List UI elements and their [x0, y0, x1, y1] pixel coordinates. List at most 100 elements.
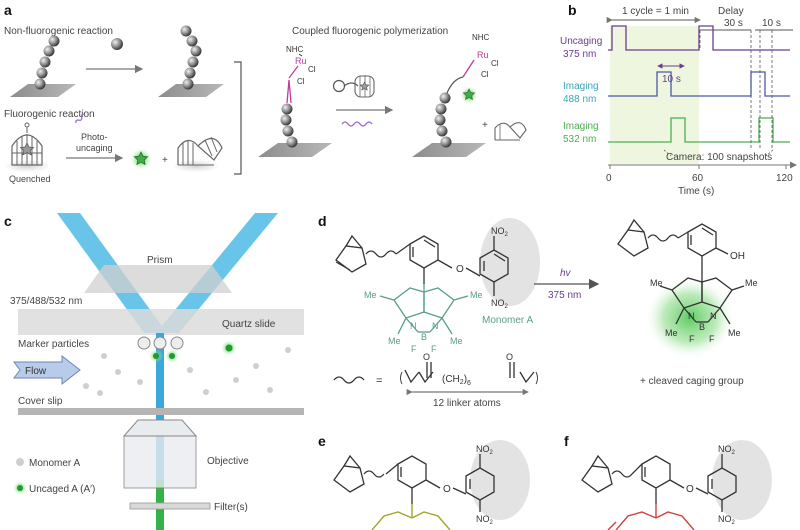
panel-label-d: d: [318, 213, 327, 229]
cl-label-4: Cl: [481, 70, 489, 79]
caged-monomer: [332, 75, 375, 98]
light-wave-icon: [75, 113, 85, 124]
panel-c: c Prism 375/488/532 nm Quartz slide Mark…: [4, 213, 304, 530]
n-1: N: [410, 321, 417, 331]
row-wavelength-532: 532 nm: [563, 134, 596, 145]
cl-label-1: Cl: [308, 65, 316, 74]
me-6: Me: [745, 278, 758, 288]
n-4: N: [710, 311, 717, 321]
ether-o-e: O: [443, 484, 451, 495]
me-4: Me: [450, 336, 463, 346]
prism-label: Prism: [147, 255, 173, 266]
quartz-label: Quartz slide: [222, 319, 276, 330]
cage-opened-2: [494, 122, 527, 141]
linker-structure: [400, 362, 538, 385]
no2-e-bottom: NO2: [476, 514, 494, 526]
tick-120: 120: [776, 173, 793, 184]
ru-label-1: Ru: [295, 56, 307, 66]
filter-label: Filter(s): [214, 502, 248, 513]
uncaged-particle-3: [225, 344, 233, 352]
panel-label-e: e: [318, 433, 326, 449]
bodipy-core-2: [659, 274, 745, 325]
nitrobenzyl-ring-f: [707, 454, 737, 512]
fluorogenic-label: Fluorogenic reaction: [4, 109, 95, 120]
ten-s-top: 10 s: [762, 18, 781, 29]
wavelength-label: 375/488/532 nm: [10, 296, 82, 307]
equals-sign: =: [376, 375, 382, 387]
tick-0: 0: [606, 173, 612, 184]
panel-label-f: f: [564, 433, 569, 449]
f-3: F: [689, 334, 695, 344]
aryl-ring-e: [385, 455, 441, 504]
trace-imaging-532: [608, 117, 790, 143]
legend-uncaged-label: Uncaged A (A′): [29, 484, 95, 495]
nhc-label-2: NHC: [472, 33, 490, 42]
photo-label-1: Photo-: [81, 132, 108, 142]
me-3: Me: [388, 336, 401, 346]
flow-arrow: [13, 354, 81, 386]
uncaged-particle-1: [153, 353, 159, 359]
panel-d: d O NO2 NO2: [318, 213, 758, 409]
trace-imaging-488: [608, 71, 790, 97]
plus-sign-2: +: [482, 120, 488, 131]
panel-label-b: b: [568, 2, 577, 18]
quartz-slide: [18, 309, 304, 335]
panel-label-c: c: [4, 213, 12, 229]
f-1: F: [411, 344, 417, 354]
row-label-imaging-488: Imaging: [563, 81, 599, 92]
me-8: Me: [728, 328, 741, 338]
no2-e-top: NO2: [476, 444, 494, 456]
caging-group-shadow: [480, 218, 540, 306]
caging-group-shadow-e: [470, 440, 530, 520]
no2-f-bottom: NO2: [718, 514, 736, 526]
norbornene-2: [617, 218, 679, 257]
plus-sign: +: [162, 155, 168, 166]
no2-f-top: NO2: [718, 444, 736, 456]
fluorophore-star-icon-2: [462, 88, 476, 101]
polymer-chain-1: [34, 35, 60, 90]
aryl-ring-f: [631, 455, 685, 504]
carbonyl-o-2: O: [506, 352, 513, 362]
bodipy-core-1: [379, 284, 469, 335]
bracket: [234, 61, 242, 175]
panel-label-a: a: [4, 2, 12, 18]
linker-atoms-label: 12 linker atoms: [433, 398, 501, 409]
legend-monomer-label: Monomer A: [29, 458, 80, 469]
trace-uncaging-375: [608, 25, 790, 51]
f-2: F: [431, 344, 437, 354]
filter: [129, 502, 211, 510]
cage-quenched: [5, 122, 49, 172]
n-2: N: [432, 321, 439, 331]
nitrobenzyl-ring-e: [465, 454, 495, 512]
methylene-chain: (CH2)6: [442, 374, 471, 387]
coupled-title: Coupled fluorogenic polymerization: [292, 26, 448, 37]
polymer-chain-4: [434, 92, 452, 148]
objective-label: Objective: [207, 456, 249, 467]
tick-60: 60: [692, 173, 704, 184]
aryl-ring-1: [395, 235, 453, 284]
norbornene-1: [335, 234, 397, 273]
cover-slip-label: Cover slip: [18, 396, 63, 407]
fluorophore-star-icon: [133, 151, 149, 166]
cycle-label: 1 cycle = 1 min: [622, 6, 689, 17]
surface-plate-4: [412, 143, 486, 157]
monomer-a-label: Monomer A: [482, 315, 533, 326]
b-2: B: [699, 322, 705, 332]
no2-top: NO2: [491, 226, 509, 238]
product-fluorescence-glow: [646, 278, 734, 358]
row-wavelength-375: 375 nm: [563, 49, 596, 60]
nhc-label-1: NHC: [286, 45, 304, 54]
prism: [84, 265, 232, 293]
flow-label: Flow: [25, 366, 47, 377]
markers-label: Marker particles: [18, 339, 89, 350]
dye-core-olive: [371, 504, 451, 530]
delay-label: Delay: [718, 6, 744, 17]
linker-symbol: [333, 376, 365, 384]
panel-e: e O NO2 NO2: [318, 433, 530, 530]
marker-particles: [137, 336, 184, 350]
uncaging-window-shade: [610, 26, 699, 164]
hv-label: hv: [560, 268, 572, 279]
camera-label: Camera: 100 snapshots: [666, 152, 772, 163]
ether-o-f: O: [686, 484, 694, 495]
ru-label-2: Ru: [477, 50, 489, 60]
